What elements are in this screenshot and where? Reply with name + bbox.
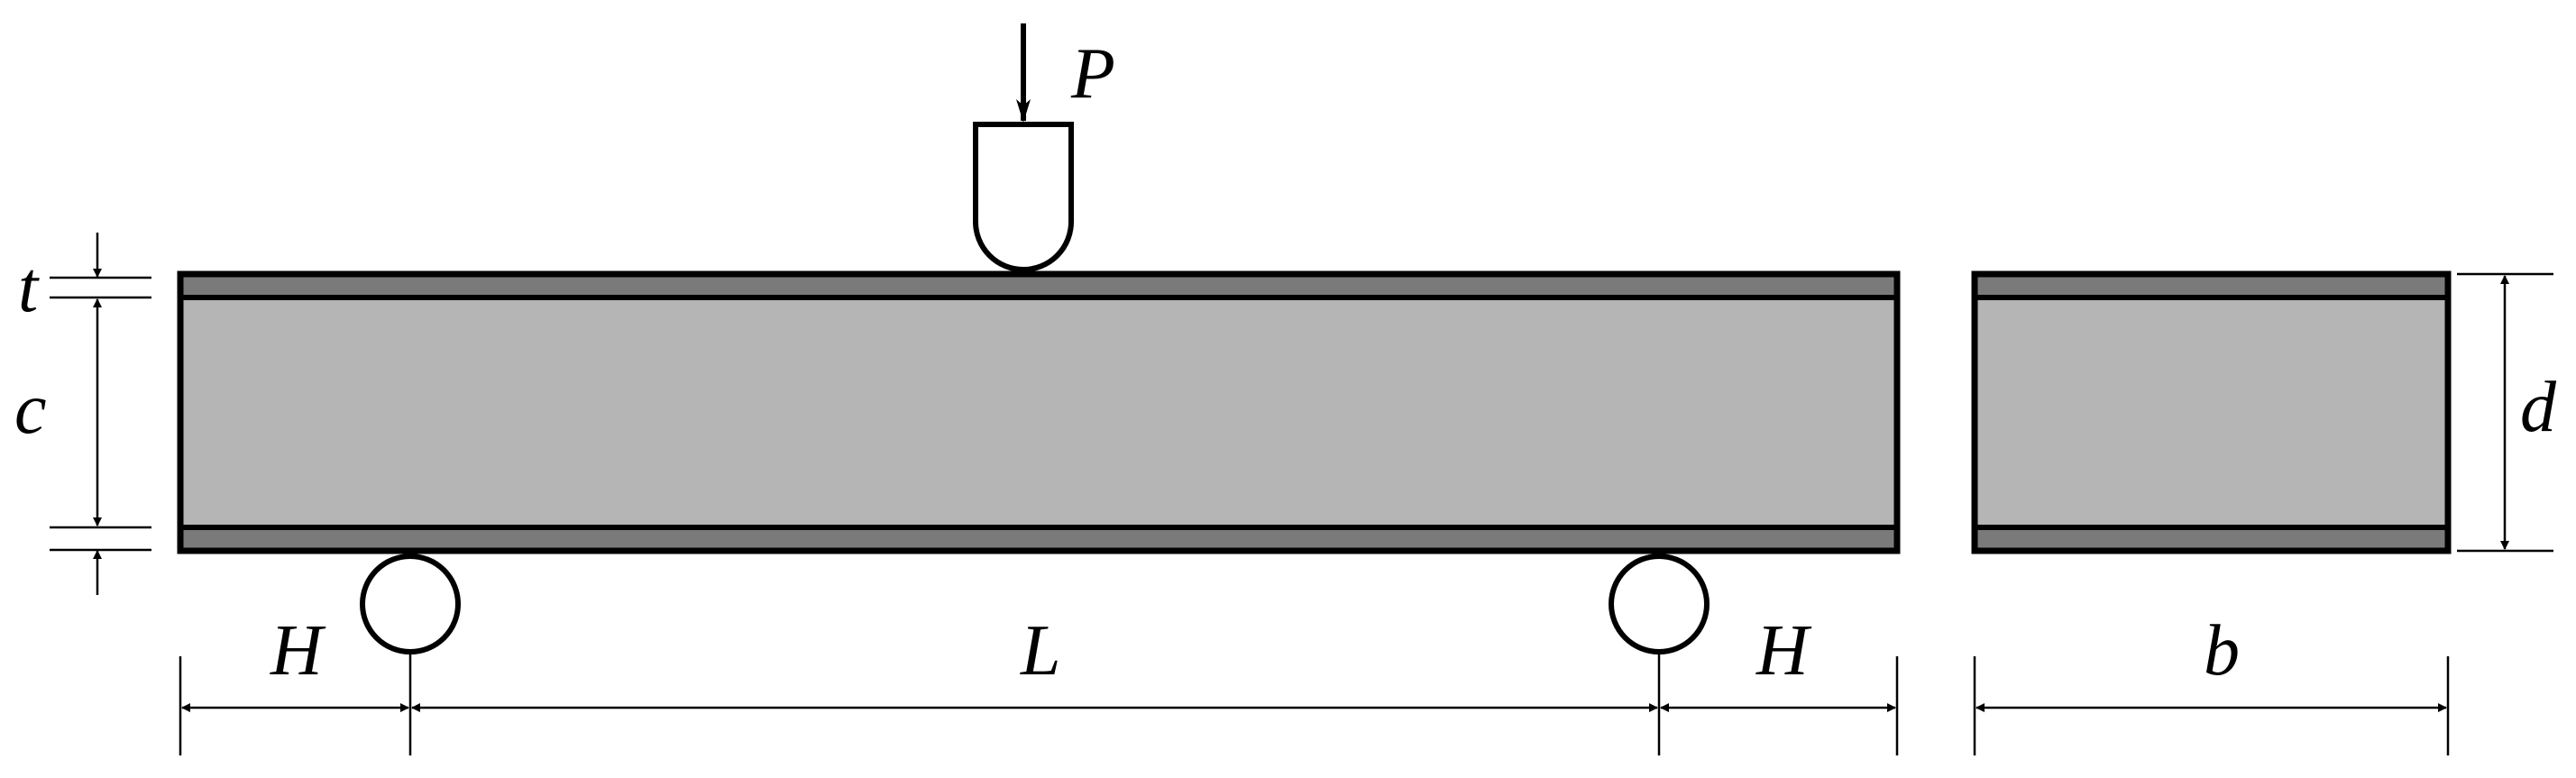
core-thickness-label: c [14,370,47,449]
overhang-right-label: H [1756,611,1812,691]
overhang-left-label: H [270,611,326,691]
beam-outline [177,270,1901,554]
load-label: P [1070,34,1115,114]
thickness-dimensions [50,233,151,595]
left-support-roller [360,554,461,654]
top-face-sheet [180,274,1897,297]
beam-cross-section [1971,270,2452,554]
depth-dimension [2457,272,2553,553]
width-label: b [2204,611,2240,691]
span-dimensions [179,652,1899,755]
core [180,297,1897,527]
loading-nose [973,122,1074,272]
bottom-face-sheet [180,527,1897,551]
depth-label: d [2520,368,2557,447]
width-dimension [1973,656,2450,755]
face-thickness-label: t [18,248,40,327]
beam-side-view [177,270,1901,554]
right-support-roller [1609,554,1710,654]
span-label: L [1020,611,1061,691]
